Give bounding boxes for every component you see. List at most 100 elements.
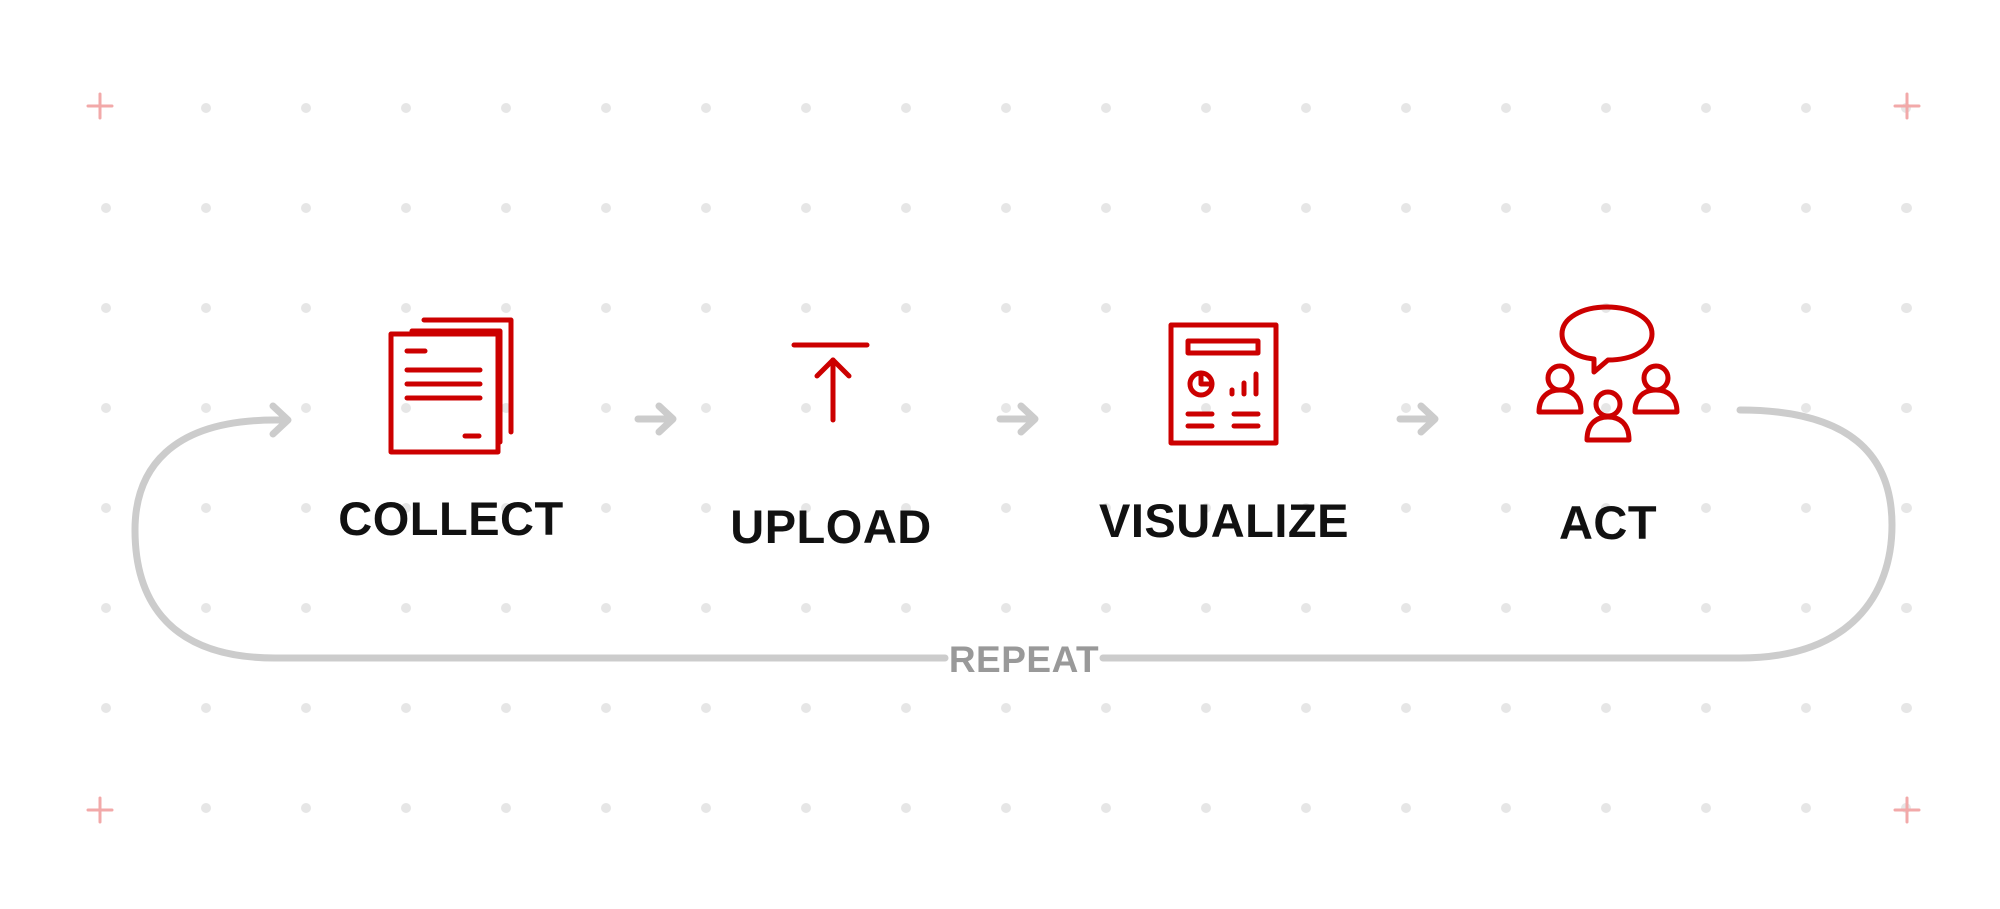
grid-dot [201,703,211,713]
grid-dot [301,703,311,713]
grid-dot [901,103,911,113]
grid-dot [801,803,811,813]
grid-dot [1801,303,1811,313]
step-label-upload: UPLOAD [730,500,931,553]
grid-dot [1001,103,1011,113]
documents-icon [388,317,514,455]
grid-dot [1001,403,1011,413]
grid-dot [1301,603,1311,613]
grid-dot [201,803,211,813]
grid-dot [1701,503,1711,513]
grid-dot [1501,103,1511,113]
grid-dot [1801,203,1811,213]
grid-dot [301,603,311,613]
grid-dot [1501,403,1511,413]
grid-dot [401,203,411,213]
grid-dot [1801,603,1811,613]
grid-dot [1201,503,1211,513]
grid-dot [1401,303,1411,313]
step-label-visualize: VISUALIZE [1099,494,1349,547]
grid-dot [201,203,211,213]
grid-dot [701,503,711,513]
grid-dot [1201,703,1211,713]
step-arrows [634,402,1439,436]
grid-dot [401,803,411,813]
grid-dot [1401,403,1411,413]
grid-dot [1601,803,1611,813]
grid-dot [301,103,311,113]
grid-dot [101,703,111,713]
grid-dot [1001,803,1011,813]
grid-dot [1501,603,1511,613]
grid-dot [1001,303,1011,313]
grid-dot [1801,703,1811,713]
grid-dot [1301,203,1311,213]
grid-dot [901,303,911,313]
grid-dot [801,603,811,613]
grid-dot [1101,403,1111,413]
grid-dot [301,303,311,313]
grid-dot [301,203,311,213]
grid-dot [801,203,811,213]
grid-dot [1902,603,1912,613]
grid-dot [1101,503,1111,513]
grid-dot [801,403,811,413]
grid-dot [301,503,311,513]
step-collect: COLLECT [338,317,563,545]
grid-dot [1501,803,1511,813]
grid-dot [1401,203,1411,213]
grid-dot [901,403,911,413]
grid-dot [801,103,811,113]
grid-dot [801,503,811,513]
step-label-collect: COLLECT [338,492,563,545]
grid-dot [901,203,911,213]
grid-dot [1101,803,1111,813]
grid-dot [501,603,511,613]
grid-dot [801,303,811,313]
grid-dot [1902,503,1912,513]
grid-dot [1401,703,1411,713]
grid-dot [1701,603,1711,613]
grid-dot [1501,703,1511,713]
grid-dot [1001,203,1011,213]
grid-dot [1701,203,1711,213]
repeat-label: REPEAT [949,639,1099,680]
report-dashboard-icon [1168,322,1279,446]
team-discussion-icon [1536,304,1680,443]
grid-dot [901,603,911,613]
grid-dot [701,403,711,413]
corner-mark-bottom-right [1893,796,1921,824]
grid-dot [1801,803,1811,813]
grid-dot [701,703,711,713]
repeat-loop [131,402,1896,662]
grid-dot [1601,103,1611,113]
grid-dot [1801,503,1811,513]
repeat-loop-right-path [1099,406,1896,662]
grid-dot [1101,203,1111,213]
grid-dot [1601,203,1611,213]
grid-dot [1201,103,1211,113]
grid-dot [1801,103,1811,113]
repeat-loop-left-path [131,416,949,662]
grid-dot [1201,803,1211,813]
grid-dot [1701,703,1711,713]
grid-dot [1301,703,1311,713]
grid-dot [1902,303,1912,313]
grid-dot [1301,503,1311,513]
grid-dot [901,803,911,813]
grid-dot [1101,303,1111,313]
grid-dot [501,103,511,113]
grid-dot [1701,103,1711,113]
grid-dot [401,603,411,613]
upload-icon [791,342,870,423]
arrow-visualize-to-act [1396,402,1439,436]
grid-dot [101,603,111,613]
step-label-act: ACT [1559,496,1657,549]
grid-dot [101,303,111,313]
step-act: ACT [1536,304,1680,549]
step-upload: UPLOAD [730,342,931,553]
corner-mark-bottom-left [86,796,114,824]
grid-dot [1601,603,1611,613]
